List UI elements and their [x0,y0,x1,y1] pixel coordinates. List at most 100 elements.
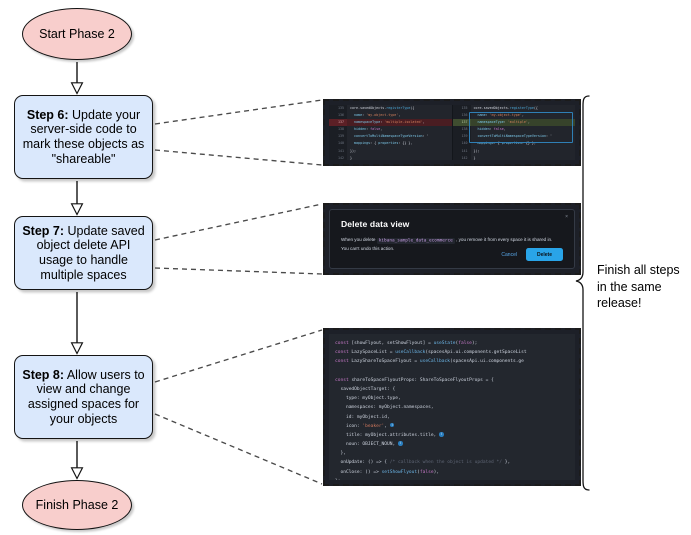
diff-line: 139 convertToMultiNamespaceTypeVersion: … [452,133,576,141]
modal-body: When you delete kibana_sample_data_ecomm… [341,236,561,252]
diff-line-code: core.savedObjects.registerType({ [350,106,415,110]
diff-line-code: }); [350,148,357,153]
code-line: const LazySpaceList = useCallback(spaces… [335,350,527,356]
node-step-8-prefix: Step 8: [22,367,65,382]
diff-line: 141}); [329,147,452,155]
modal-body-after: , you remove it from every space it is s… [341,237,553,251]
delete-data-view-modal: × Delete data view When you delete kiban… [329,209,575,269]
code-line: onUpdate: () => { /* callback when the o… [340,460,511,466]
diff-line-number: 142 [452,154,471,160]
info-badge-icon[interactable]: i [439,432,444,437]
screenshot-delete-modal: × Delete data view When you delete kiban… [323,203,581,275]
code-line: }, [335,451,346,457]
node-step-6-prefix: Step 6: [26,107,69,122]
node-step-6[interactable]: Step 6: Update your server-side code to … [14,95,153,179]
diff-line-number: 140 [329,140,347,148]
diff-line-number: 140 [452,140,471,148]
screenshot-flyout-code: const [showFlyout, setShowFlyout] = useS… [323,328,581,486]
diff-line: 137 namespaceType: 'multiple-isolated', [329,119,452,127]
code-line: const [showFlyout, setShowFlyout] = useS… [335,341,478,346]
node-finish-phase-2[interactable]: Finish Phase 2 [22,480,132,530]
code-line: id: myObject.id, [345,414,390,420]
node-step-7-rest: Update saved object delete API usage to … [36,223,145,282]
node-step-8-text: Step 8: Allow users to view and change a… [20,368,147,427]
diff-line-number: 137 [452,119,471,127]
brace-note-label: Finish all steps in the same release! [597,263,680,310]
diff-line-code: mappings: { properties: {} }, [477,141,536,146]
diff-line-code: convertToMultiNamespaceTypeVersion: ' [354,134,429,139]
diff-line-number: 135 [329,105,347,113]
diff-line: 141}); [452,147,576,155]
diff-line-code: }); [473,148,480,153]
modal-body-code-chip: kibana_sample_data_ecommerce [376,237,455,244]
code-line: namespaces: myObject.namespaces, [345,405,434,411]
code-line: }; [335,477,569,480]
code-line: onClose: () => setShowFlyout(false), [340,469,440,475]
cancel-button[interactable]: Cancel [501,251,517,258]
delete-button[interactable]: Delete [525,248,563,261]
diff-line: 142} [329,154,452,160]
diff-line: 140 mappings: { properties: {} }, [329,140,452,148]
diff-line-number: 139 [329,133,347,141]
diff-line-number: 136 [329,112,347,120]
diff-line: 136 name: 'my-object-type', [452,112,576,120]
diff-line-code: mappings: { properties: {} }, [354,141,413,146]
code-line: icon: 'beaker', i [345,422,395,429]
diff-line: 139 convertToMultiNamespaceTypeVersion: … [329,133,452,141]
diff-line-code: hidden: false, [477,127,506,132]
close-icon[interactable]: × [565,214,568,220]
diff-line-code: namespaceType: 'multiple', [477,120,530,125]
diff-line-number: 137 [329,119,347,127]
diff-line-number: 141 [452,147,471,155]
diff-line-code: } [473,155,476,160]
diff-line-number: 138 [329,126,347,134]
modal-body-before: When you delete [341,237,377,242]
info-badge-icon[interactable]: i [397,441,403,446]
code-line: const LazyShareToSpaceFlyout = useCallba… [335,359,524,365]
modal-title: Delete data view [341,219,410,229]
diff-line-number: 141 [329,147,347,155]
diff-line: 138 hidden: false, [329,126,452,134]
diff-line-code: namespaceType: 'multiple-isolated', [354,120,425,125]
code-line: type: myObject.type, [345,396,401,402]
diff-line: 140 mappings: { properties: {} }, [452,140,576,148]
node-finish-label: Finish Phase 2 [35,497,119,512]
node-start-label: Start Phase 2 [39,26,115,41]
info-badge-icon[interactable]: i [389,422,395,428]
diff-line-code: name: 'my-object-type', [354,113,401,118]
diff-line: 142} [452,154,576,160]
code-listing: const [showFlyout, setShowFlyout] = useS… [329,334,575,480]
diff-line-code: name: 'my-object-type', [477,113,524,118]
node-step-7[interactable]: Step 7: Update saved object delete API u… [14,216,153,290]
node-start-phase-2[interactable]: Start Phase 2 [22,8,132,60]
diff-line-number: 136 [452,112,471,120]
node-step-8[interactable]: Step 8: Allow users to view and change a… [14,355,153,439]
diff-line-code: core.savedObjects.registerType({ [473,106,538,110]
diff-line-number: 142 [329,154,347,160]
diff-line-code: convertToMultiNamespaceTypeVersion: ' [477,134,553,139]
diff-line-code: hidden: false, [354,127,383,132]
code-line: noun: OBJECT_NOUN, i [345,441,403,448]
modal-actions: Cancel Delete [501,248,563,261]
callout-connectors [154,99,323,485]
code-line [335,367,569,376]
node-step-8-rest: Allow users to view and change assigned … [27,367,145,426]
code-line: title: myObject.attributes.title, i [345,432,444,438]
diff-line: 138 hidden: false, [452,126,576,134]
diff-line-number: 135 [452,105,471,113]
code-line: const shareToSpaceFlyoutProps: ShareToSp… [335,377,494,383]
diff-line-code: } [350,155,353,160]
diff-line: 136 name: 'my-object-type', [329,112,452,120]
diff-line-number: 138 [452,126,471,134]
diff-line: 137 namespaceType: 'multiple', [452,119,575,127]
node-step-6-text: Step 6: Update your server-side code to … [20,108,147,167]
node-step-7-text: Step 7: Update saved object delete API u… [20,224,147,283]
node-step-6-rest: Update your server-side code to mark the… [22,107,145,166]
